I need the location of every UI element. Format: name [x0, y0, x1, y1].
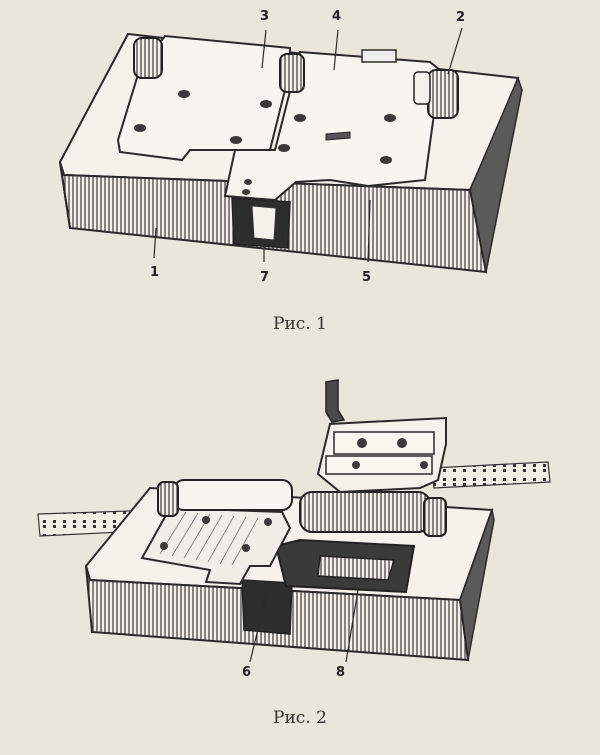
- figure-1-caption: Рис. 1: [273, 314, 327, 334]
- label-3: 3: [260, 9, 270, 24]
- leader-lines: [153, 27, 463, 263]
- roller-knob-right: [413, 69, 459, 119]
- hinge-post: [325, 379, 346, 423]
- sprocket-mechanism: [317, 555, 395, 581]
- label-2: 2: [456, 10, 466, 25]
- roller-knob-left: [133, 37, 163, 79]
- figure-1-drawing: [58, 27, 523, 274]
- figure-2-caption: Рис. 2: [273, 708, 327, 728]
- label-4: 4: [332, 9, 342, 24]
- gate-screws: [352, 438, 428, 469]
- left-plate-screws: [160, 516, 272, 552]
- plate-hatching: [159, 511, 259, 566]
- label-7: 7: [260, 270, 270, 285]
- leader-lines-2: [249, 587, 359, 663]
- left-roller: [173, 479, 293, 511]
- film-channel-opening-2: [241, 579, 293, 635]
- raised-gate-plate: [316, 416, 447, 494]
- right-roller: [299, 491, 431, 533]
- center-latch: [325, 131, 351, 141]
- label-8: 8: [336, 665, 346, 680]
- figure-2-drawing: [37, 379, 551, 663]
- label-6: 6: [242, 665, 252, 680]
- film-strip-right: [431, 461, 551, 489]
- left-roller-knob: [157, 481, 179, 517]
- right-roller-knob: [423, 497, 447, 537]
- label-1: 1: [150, 265, 160, 280]
- plate-screws: [134, 90, 396, 195]
- roller-knob-middle: [279, 53, 305, 93]
- label-5: 5: [362, 270, 372, 285]
